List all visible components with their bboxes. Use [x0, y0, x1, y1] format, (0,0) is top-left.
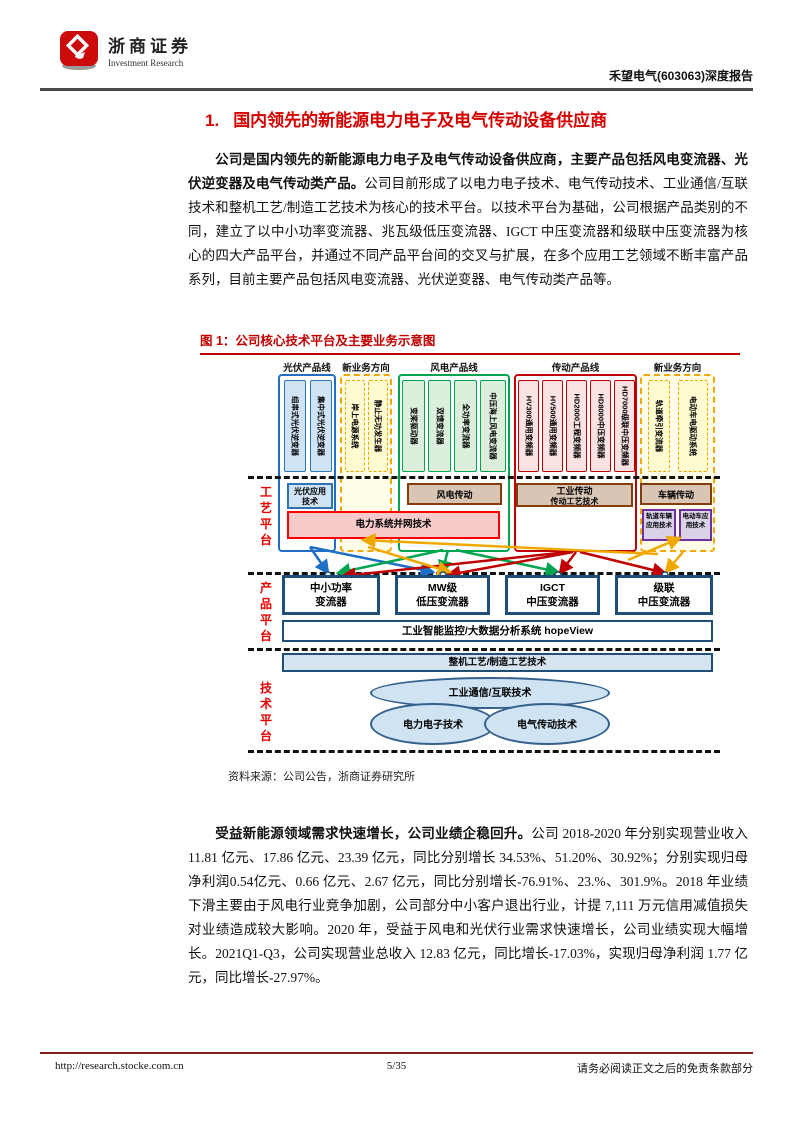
figure-diagram: 光伏产品线 新业务方向 风电产品线 传动产品线 新业务方向 组串式光伏逆变器 集… — [228, 352, 755, 758]
paragraph-2-rest: 公司 2018-2020 年分别实现营业收入 11.81 亿元、17.86 亿元… — [188, 826, 749, 985]
section-title: 国内领先的新能源电力电子及电气传动设备供应商 — [233, 111, 608, 130]
dashed-divider-4 — [248, 750, 720, 753]
app-box-rail: 轨道车辆应用技术 — [642, 509, 676, 541]
brand-subtitle: Investment Research — [108, 58, 184, 68]
header-divider — [40, 88, 753, 91]
platform-box-mw: MW级 低压变流器 — [395, 575, 490, 615]
column-header-drive: 传动产品线 — [551, 363, 600, 374]
dashed-divider-2 — [248, 572, 720, 575]
product-box: 轨道牵引变流器 — [648, 380, 670, 472]
band-label-process: 工艺平台 — [259, 485, 272, 547]
product-box: HV300通用变频器 — [518, 380, 539, 472]
paragraph-2-lead: 受益新能源领域需求快速增长，公司业绩企稳回升。 — [215, 826, 532, 841]
footer-page-number: 5/35 — [386, 1060, 407, 1072]
ellipse-electric-drive: 电气传动技术 — [484, 703, 610, 745]
platform-box-small-power: 中小功率 变流器 — [282, 575, 380, 615]
band-label-tech: 技术平台 — [259, 681, 272, 743]
app-box-wind: 风电传动 — [407, 483, 502, 505]
app-box-ev: 电动车应用技术 — [679, 509, 712, 541]
app-box-industrial: 工业传动 传动工艺技术 — [516, 483, 633, 507]
page-header: 浙商证券 Investment Research 禾望电气(603063)深度报… — [40, 28, 753, 86]
product-box: 电动车电驱动系统 — [678, 380, 708, 472]
product-box: 中压海上风电变流器 — [480, 380, 506, 472]
column-header-new2: 新业务方向 — [653, 363, 702, 374]
paragraph-1-lead: 公司是国内领先的新能源电力电子及电气传动设备供应商，主要产品包括风电变流器、光伏… — [188, 152, 748, 191]
brand-logo: 浙商证券 Investment Research — [58, 30, 192, 70]
paragraph-1-rest: 公司目前形成了以电力电子技术、电气传动技术、工业通信/互联技术和整机工艺/制造工… — [188, 176, 749, 287]
product-box: 变桨驱动器 — [402, 380, 425, 472]
footer-url[interactable]: http://research.stocke.com.cn — [55, 1060, 184, 1072]
ellipse-power-electronics: 电力电子技术 — [370, 703, 496, 745]
group-wind — [398, 374, 510, 552]
dashed-divider-1 — [248, 476, 720, 479]
product-box: HD7000级联中压变频器 — [614, 380, 635, 472]
zheshang-logo-icon — [60, 31, 98, 70]
hopeview-bar: 工业智能监控/大数据分析系统 hopeView — [282, 620, 713, 642]
band-label-product: 产品平台 — [259, 581, 272, 643]
product-box: 全功率变流器 — [454, 380, 477, 472]
assembly-bar: 整机工艺/制造工艺技术 — [282, 653, 713, 672]
report-title: 禾望电气(603063)深度报告 — [608, 69, 753, 83]
dashed-divider-3 — [248, 648, 720, 651]
product-box: 集中式光伏逆变器 — [310, 380, 332, 472]
section-heading: 1. 国内领先的新能源电力电子及电气传动设备供应商 — [205, 106, 750, 131]
product-box: 岸上电源系统 — [345, 380, 365, 472]
product-box: HV500通用变频器 — [542, 380, 563, 472]
figure-title: 图 1：公司核心技术平台及主要业务示意图 — [200, 330, 740, 355]
column-header-pv: 光伏产品线 — [283, 363, 331, 374]
product-box: HD2000工程变频器 — [566, 380, 587, 472]
column-header-new1: 新业务方向 — [342, 363, 390, 374]
footer-disclaimer: 请务必阅读正文之后的免责条款部分 — [577, 1063, 753, 1075]
column-header-wind: 风电产品线 — [430, 363, 478, 374]
footer-divider — [40, 1052, 753, 1054]
product-box: 静止无功发生器 — [368, 380, 388, 472]
product-box: 组串式光伏逆变器 — [284, 380, 306, 472]
section-number: 1. — [205, 111, 220, 130]
platform-box-cascade: 级联 中压变流器 — [615, 575, 713, 615]
app-box-pv: 光伏应用 技术 — [287, 483, 333, 509]
figure-source: 资料来源：公司公告，浙商证券研究所 — [228, 771, 415, 783]
brand-name: 浙商证券 — [108, 37, 192, 56]
product-box: 双馈变流器 — [428, 380, 451, 472]
platform-box-igct: IGCT 中压变流器 — [505, 575, 600, 615]
group-pv — [278, 374, 336, 552]
body-paragraph-2: 受益新能源领域需求快速增长，公司业绩企稳回升。公司 2018-2020 年分别实… — [188, 822, 748, 990]
app-box-grid: 电力系统并网技术 — [287, 511, 500, 539]
brand-text: 浙商证券 Investment Research — [108, 32, 192, 68]
product-box: HD8000中压变频器 — [590, 380, 611, 472]
app-box-vehicle: 车辆传动 — [640, 483, 712, 505]
body-paragraph-1: 公司是国内领先的新能源电力电子及电气传动设备供应商，主要产品包括风电变流器、光伏… — [188, 148, 748, 292]
